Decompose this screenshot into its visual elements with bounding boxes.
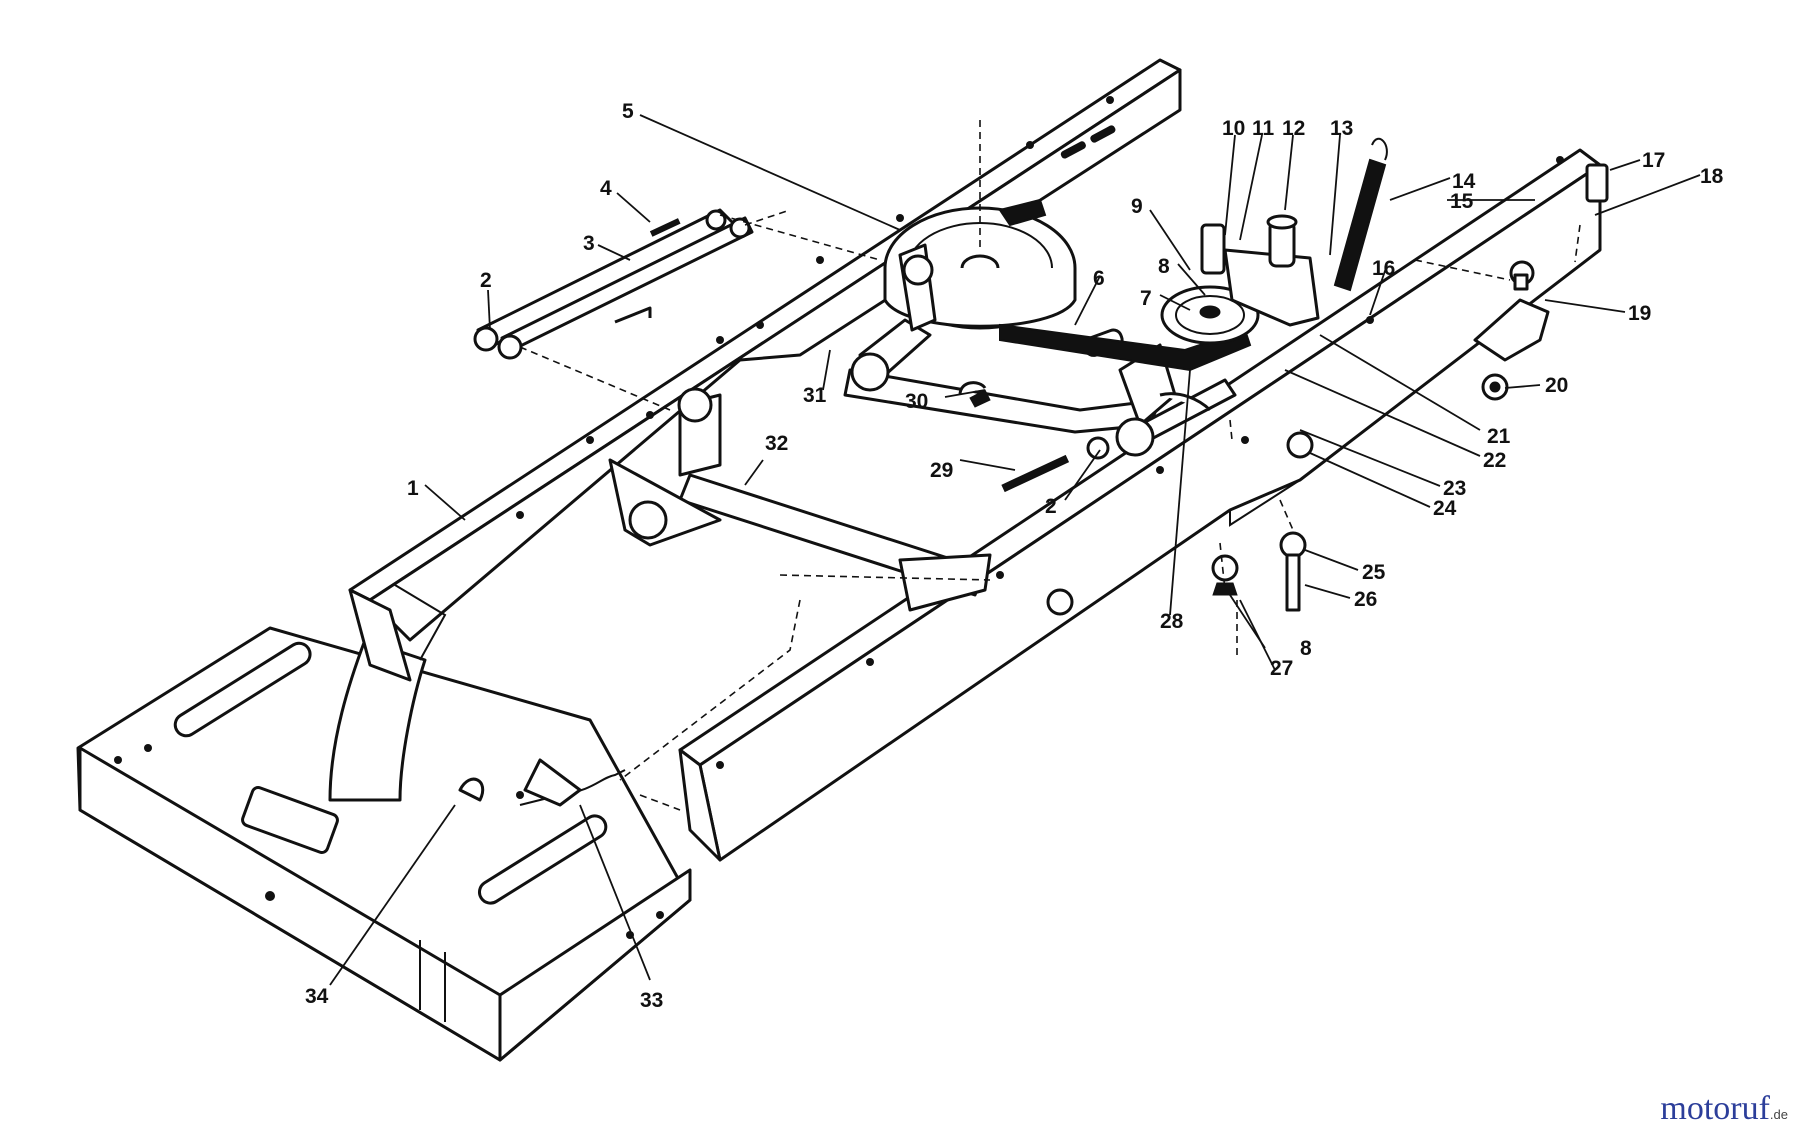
watermark-tld: .de [1769, 1107, 1788, 1122]
callout-29: 29 [930, 459, 953, 482]
callout-14: 14 [1452, 170, 1476, 193]
callout-9: 9 [1131, 195, 1143, 218]
large-pulley [883, 206, 1077, 332]
callout-20: 20 [1545, 374, 1568, 397]
callout-2-rod: 2 [1045, 495, 1057, 518]
right-frame-rail [678, 148, 1602, 862]
callout-24: 24 [1433, 497, 1457, 520]
callout-27: 27 [1270, 657, 1293, 680]
front-platform [76, 626, 692, 1062]
callout-16: 16 [1372, 257, 1395, 280]
brake-rod [519, 758, 626, 807]
callout-5: 5 [622, 100, 634, 123]
callout-23: 23 [1443, 477, 1466, 500]
callout-2-strap: 2 [480, 269, 492, 292]
callout-8-washer: 8 [1300, 637, 1312, 660]
hardware-parts [458, 163, 1609, 802]
callout-8-idler: 8 [1158, 255, 1170, 278]
watermark-logo: motoruf.de [1660, 1090, 1788, 1128]
callout-15: 15 [1450, 190, 1474, 213]
callout-26: 26 [1354, 588, 1377, 611]
cross-tube [608, 458, 992, 612]
callout-31: 31 [803, 384, 827, 407]
callout-7: 7 [1140, 287, 1152, 310]
callout-11: 11 [1252, 117, 1275, 140]
callout-22: 22 [1483, 449, 1506, 472]
callout-33: 33 [640, 989, 663, 1012]
watermark-brand: motoruf [1660, 1090, 1770, 1127]
assembly-dash-lines [519, 120, 1581, 811]
tension-spring [1333, 137, 1388, 292]
callout-12: 12 [1282, 117, 1305, 140]
callout-32: 32 [765, 432, 788, 455]
callout-4: 4 [600, 177, 612, 200]
callout-1: 1 [407, 477, 419, 500]
leader-lines [329, 114, 1701, 986]
idler-bracket [1200, 214, 1320, 327]
callout-19: 19 [1628, 302, 1651, 325]
callout-labels: 1 2 2 3 4 5 6 7 8 8 9 10 11 12 13 14 15 … [305, 100, 1724, 1012]
callout-13: 13 [1330, 117, 1353, 140]
callout-25: 25 [1362, 561, 1386, 584]
callout-21: 21 [1487, 425, 1511, 448]
callout-34: 34 [305, 985, 329, 1008]
drive-belt [998, 198, 1252, 372]
strap-bracket [473, 208, 754, 360]
callout-30: 30 [905, 390, 928, 413]
callout-10: 10 [1222, 117, 1245, 140]
callout-17: 17 [1642, 149, 1665, 172]
callout-28: 28 [1160, 610, 1184, 633]
callout-6: 6 [1093, 267, 1105, 290]
callout-18: 18 [1700, 165, 1724, 188]
callout-3: 3 [583, 232, 595, 255]
